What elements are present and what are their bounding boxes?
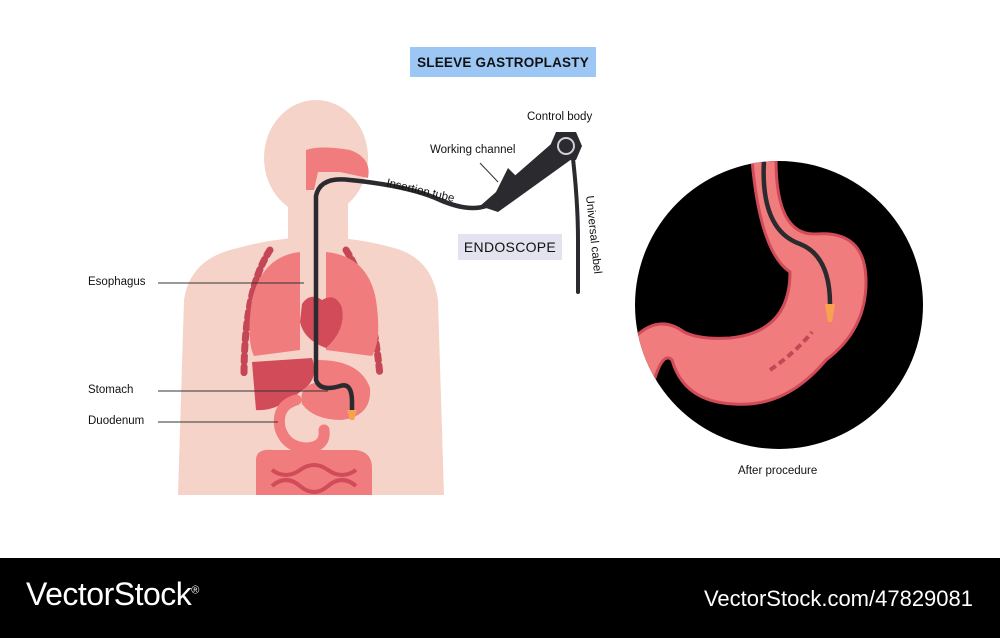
- insertion-tube: [313, 177, 509, 303]
- body-duodenum: [273, 394, 330, 454]
- universal-cabel-label: Universal cabel: [583, 195, 603, 274]
- illustration-canvas: Insertion tube Universal cabel SLEEVE GA…: [88, 47, 923, 495]
- brand-logo: VectorStock®: [26, 576, 199, 613]
- label-leader-lines: [158, 162, 499, 423]
- heart: [300, 296, 343, 348]
- esophagus-label: Esophagus: [88, 276, 146, 288]
- stock-id: VectorStock.com/47829081: [703, 586, 973, 611]
- mouth-cavity: [306, 147, 369, 190]
- insertion-tube-label: Insertion tube: [385, 177, 455, 205]
- liver: [252, 358, 315, 411]
- control-knob: [550, 132, 582, 160]
- control-body-label: Control body: [527, 111, 593, 123]
- duodenum-label: Duodenum: [88, 415, 145, 427]
- endoscope-label: ENDOSCOPE: [458, 234, 562, 260]
- working-channel-label: Working channel: [430, 144, 516, 156]
- registered-mark: ®: [191, 584, 199, 597]
- tube-in-stomach: [313, 297, 355, 413]
- staple-line: [768, 330, 814, 372]
- intestines: [256, 449, 372, 495]
- after-procedure-inset: [635, 161, 923, 449]
- title-banner: SLEEVE GASTROPLASTY: [410, 47, 596, 77]
- watermark-footer: VectorStock® VectorStock.com/47829081: [0, 558, 1000, 638]
- sleeve-stomach: [635, 161, 868, 406]
- inset-tube-tip-light: [825, 304, 835, 322]
- inset-endoscope-tube: [761, 161, 833, 307]
- tube-tip-light: [347, 410, 357, 420]
- after-procedure-label: After procedure: [738, 465, 818, 477]
- sleeve-gastroplasty-diagram: Insertion tube Universal cabel: [158, 100, 923, 495]
- brand-name: VectorStock: [26, 576, 192, 612]
- stomach-label: Stomach: [88, 384, 134, 396]
- endoscope-handle: [480, 132, 582, 294]
